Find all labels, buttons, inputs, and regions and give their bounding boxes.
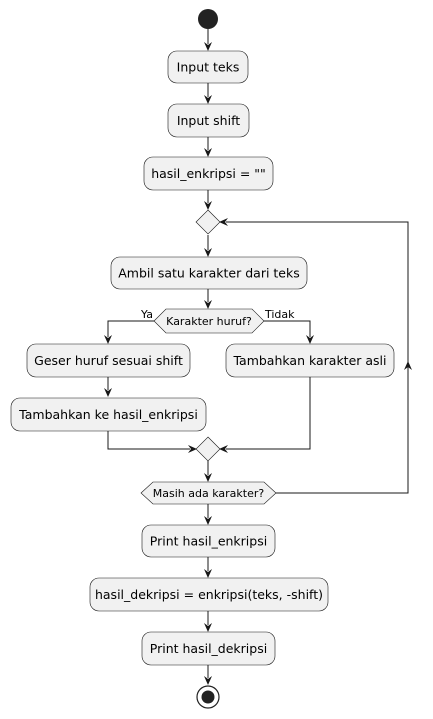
decision-karakter-huruf: Karakter huruf? bbox=[153, 308, 265, 334]
activity-dekripsi: hasil_dekripsi = enkripsi(teks, -shift) bbox=[89, 577, 329, 612]
activity-tambahkan-asli: Tambahkan karakter asli bbox=[225, 343, 395, 378]
activity-geser-huruf: Geser huruf sesuai shift bbox=[26, 343, 191, 378]
activity-geser-huruf-label: Geser huruf sesuai shift bbox=[34, 353, 183, 368]
activity-tambahkan-asli-label: Tambahkan karakter asli bbox=[232, 353, 386, 368]
activity-print-dekripsi-label: Print hasil_dekripsi bbox=[150, 641, 267, 656]
activity-print-enkripsi-label: Print hasil_enkripsi bbox=[150, 534, 267, 549]
decision-karakter-huruf-label: Karakter huruf? bbox=[166, 315, 252, 328]
activity-init-hasil: hasil_enkripsi = "" bbox=[143, 156, 274, 191]
decision-masih-ada: Masih ada karakter? bbox=[140, 481, 277, 505]
activity-ambil-karakter: Ambil satu karakter dari teks bbox=[110, 256, 308, 290]
loop-merge-diamond bbox=[195, 209, 221, 235]
start-node bbox=[198, 9, 218, 29]
branch-yes-label: Ya bbox=[140, 308, 153, 321]
activity-input-shift: Input shift bbox=[167, 103, 250, 138]
activity-input-teks-label: Input teks bbox=[177, 60, 240, 75]
activity-ambil-karakter-label: Ambil satu karakter dari teks bbox=[118, 266, 300, 281]
branch-merge-diamond bbox=[195, 436, 221, 462]
activity-print-enkripsi: Print hasil_enkripsi bbox=[141, 524, 276, 558]
activity-input-teks: Input teks bbox=[167, 50, 249, 84]
activity-input-shift-label: Input shift bbox=[177, 113, 240, 128]
activity-tambahkan-ke-hasil: Tambahkan ke hasil_enkripsi bbox=[10, 397, 207, 432]
decision-masih-ada-label: Masih ada karakter? bbox=[153, 487, 265, 500]
activity-print-dekripsi: Print hasil_dekripsi bbox=[141, 631, 276, 666]
activity-dekripsi-label: hasil_dekripsi = enkripsi(teks, -shift) bbox=[95, 587, 323, 602]
branch-no-label: Tidak bbox=[264, 308, 295, 321]
activity-tambahkan-ke-hasil-label: Tambahkan ke hasil_enkripsi bbox=[18, 407, 198, 422]
end-node bbox=[196, 685, 220, 709]
edges bbox=[104, 29, 412, 685]
activity-init-hasil-label: hasil_enkripsi = "" bbox=[151, 166, 266, 181]
